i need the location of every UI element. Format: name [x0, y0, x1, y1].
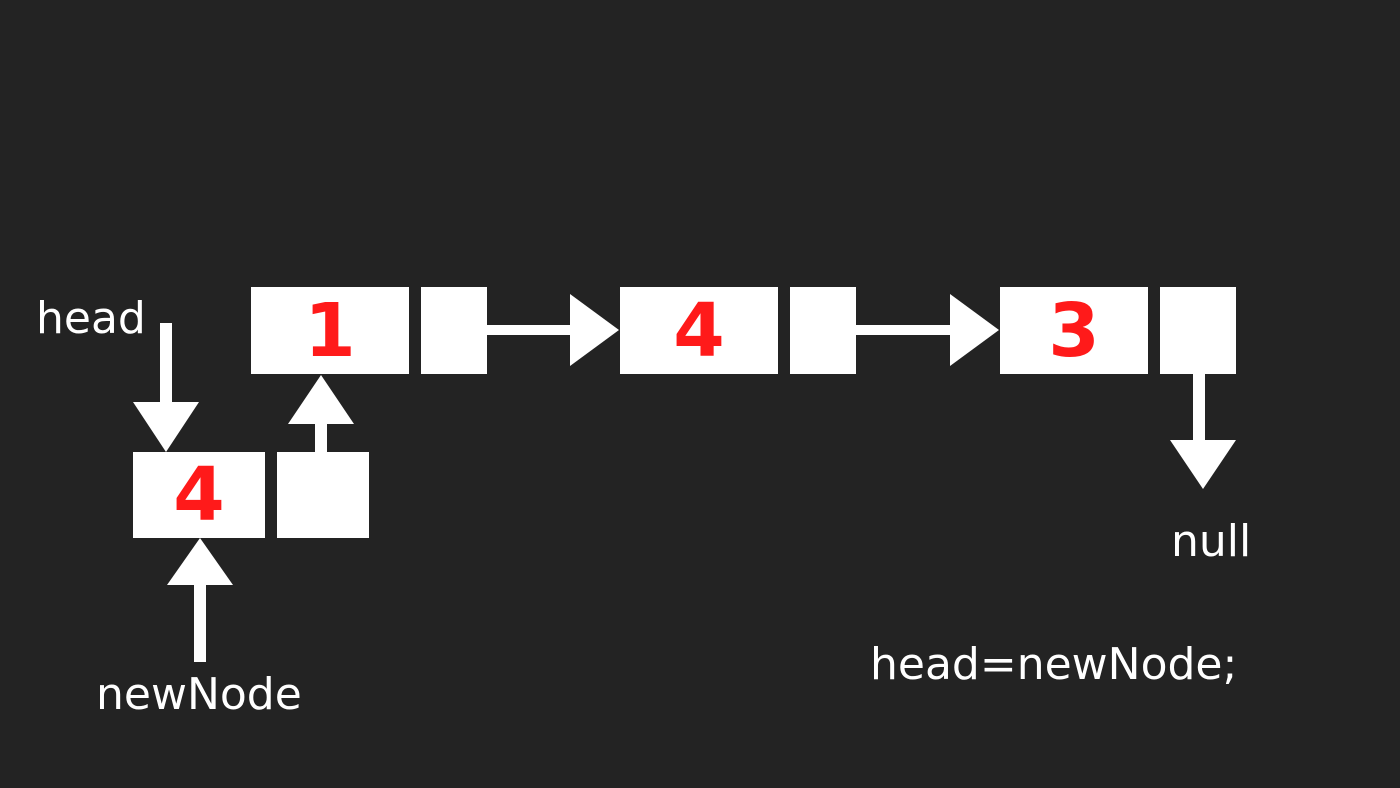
node-3-value: 3 — [1048, 287, 1100, 374]
node-1-value: 1 — [304, 287, 356, 374]
node-2-next-box — [790, 287, 856, 374]
head-label: head — [36, 293, 146, 344]
new-node-data-box: 4 — [133, 452, 265, 538]
arrow-newnode-to-new-node — [167, 538, 233, 662]
code-statement: head=newNode; — [870, 639, 1238, 690]
node-3-data-box: 3 — [1000, 287, 1148, 374]
arrow-node2-to-node3 — [856, 294, 999, 366]
arrow-head-to-new-node — [133, 323, 199, 452]
node-1-data-box: 1 — [251, 287, 409, 374]
newnode-label: newNode — [96, 669, 302, 720]
arrow-node1-to-node2 — [487, 294, 619, 366]
node-3-next-box — [1160, 287, 1236, 374]
null-label: null — [1171, 516, 1252, 567]
arrow-new-node-to-node1 — [288, 375, 354, 453]
arrow-node3-to-null — [1170, 374, 1236, 489]
node-2-value: 4 — [673, 287, 725, 374]
new-node-next-box — [277, 452, 369, 538]
new-node-value: 4 — [173, 452, 225, 538]
node-2-data-box: 4 — [620, 287, 778, 374]
node-1-next-box — [421, 287, 487, 374]
